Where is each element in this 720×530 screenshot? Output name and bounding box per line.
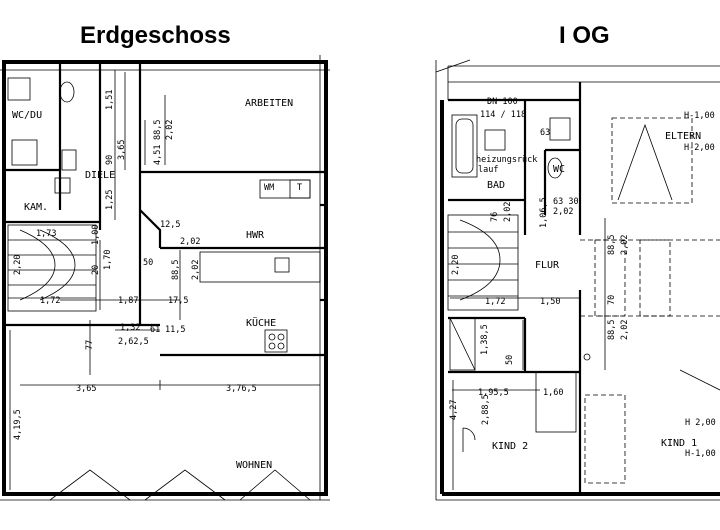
dim-label: 1,00 (91, 225, 101, 245)
dim-label: 4,27 (449, 400, 459, 420)
ground-outer-wall (2, 60, 328, 496)
room-label-kind2: KIND 2 (492, 441, 528, 452)
label-heizungsruecklauf: heizungsrück (476, 155, 537, 165)
dim-label: 1,73 (36, 229, 56, 239)
dim-label: 88,5 (607, 235, 617, 255)
dim-label: 50 (505, 355, 515, 365)
dim-label: 1,06,5 (539, 197, 549, 228)
dim-label: 114 / 118 (480, 110, 526, 120)
dim-label: 1,38,5 (480, 324, 490, 355)
dim-label: 88,5 (607, 320, 617, 340)
room-label-wohnen: WOHNEN (236, 460, 272, 471)
ground-floor-title: Erdgeschoss (80, 22, 231, 49)
dim-label: 20 (91, 265, 101, 275)
dim-label: 88,5 (171, 260, 181, 280)
dim-label: 1,50 (540, 297, 560, 307)
dim-label: 2,88,5 (481, 394, 491, 425)
room-label-kueche: KÜCHE (246, 316, 276, 329)
room-label-wc-du: WC/DU (12, 110, 42, 121)
dim-label: 1,25 (105, 190, 115, 210)
room-label-eltern: ELTERN (665, 131, 701, 142)
dim-label: 2,02 (620, 320, 630, 340)
dim-label: 11,5 (165, 325, 185, 335)
dim-label: 3,65 (117, 140, 127, 160)
dim-label: 1,95,5 (478, 388, 509, 398)
fixture-label-t: T (297, 183, 302, 193)
dim-label: 61 (150, 325, 160, 335)
label-height-kind1-1: H 2,00 (685, 418, 716, 428)
dim-label: 1,32 (120, 323, 140, 333)
dim-label: 2,20 (13, 255, 23, 275)
dim-label: 2,02 (503, 202, 513, 222)
fixture-label-wm: WM (264, 183, 274, 193)
dim-label: 4,51 (153, 145, 163, 165)
label-height-eltern-1: H-1,00 (684, 111, 715, 121)
room-label-kam: KAM. (24, 202, 48, 213)
ground-floor-plan: ARBEITEN WC/DU DIELE KAM. HWR KÜCHE WOHN… (0, 55, 330, 501)
dim-label: 90 (105, 155, 115, 165)
dim-label: 2,02 (180, 237, 200, 247)
dim-label: 50 (143, 258, 153, 268)
dim-label: 1,72 (40, 296, 60, 306)
dim-label: 3,76,5 (226, 384, 257, 394)
dim-label: 1,87 (118, 296, 138, 306)
dim-label: 1,60 (543, 388, 563, 398)
room-label-hwr: HWR (246, 230, 265, 241)
room-label-flur: FLUR (535, 260, 560, 271)
dim-label: 1,70 (103, 250, 113, 270)
dim-label: 2,02 (553, 207, 573, 217)
dim-label: 1,51 (105, 90, 115, 110)
dim-label: 2,62,5 (118, 337, 149, 347)
dim-label: 63 30 (553, 197, 579, 207)
dim-label: 63 (540, 128, 550, 138)
label-heizungsruecklauf-2: lauf (478, 165, 498, 175)
upper-floor-plan: ELTERN BAD WC FLUR KIND 1 KIND 2 heizung… (435, 59, 720, 501)
upper-floor-title: I OG (559, 22, 610, 49)
label-height-eltern-2: H-2,00 (684, 143, 715, 153)
dim-label: 88,5 (153, 120, 163, 140)
dim-label: 77 (85, 340, 95, 350)
dim-label: 12,5 (160, 220, 180, 230)
dim-label: 2,02 (620, 235, 630, 255)
room-label-wc: WC (553, 164, 565, 175)
dim-label: 2,20 (451, 255, 461, 275)
dim-label: 17,5 (168, 296, 188, 306)
dim-label: 2,02 (191, 260, 201, 280)
room-label-diele: DIELE (85, 170, 115, 181)
dim-label: 4,19,5 (13, 409, 23, 440)
room-label-kind1: KIND 1 (661, 438, 697, 449)
label-dn-100: DN 100 (487, 97, 518, 107)
room-label-bad: BAD (487, 180, 505, 191)
dim-label: 76 (490, 212, 500, 222)
dim-label: 3,65 (76, 384, 96, 394)
dim-label: 70 (607, 295, 617, 305)
dim-label: 2,02 (165, 120, 175, 140)
room-label-arbeiten: ARBEITEN (245, 98, 293, 109)
label-height-kind1-2: H-1,00 (685, 449, 716, 459)
dim-label: 1,72 (485, 297, 505, 307)
